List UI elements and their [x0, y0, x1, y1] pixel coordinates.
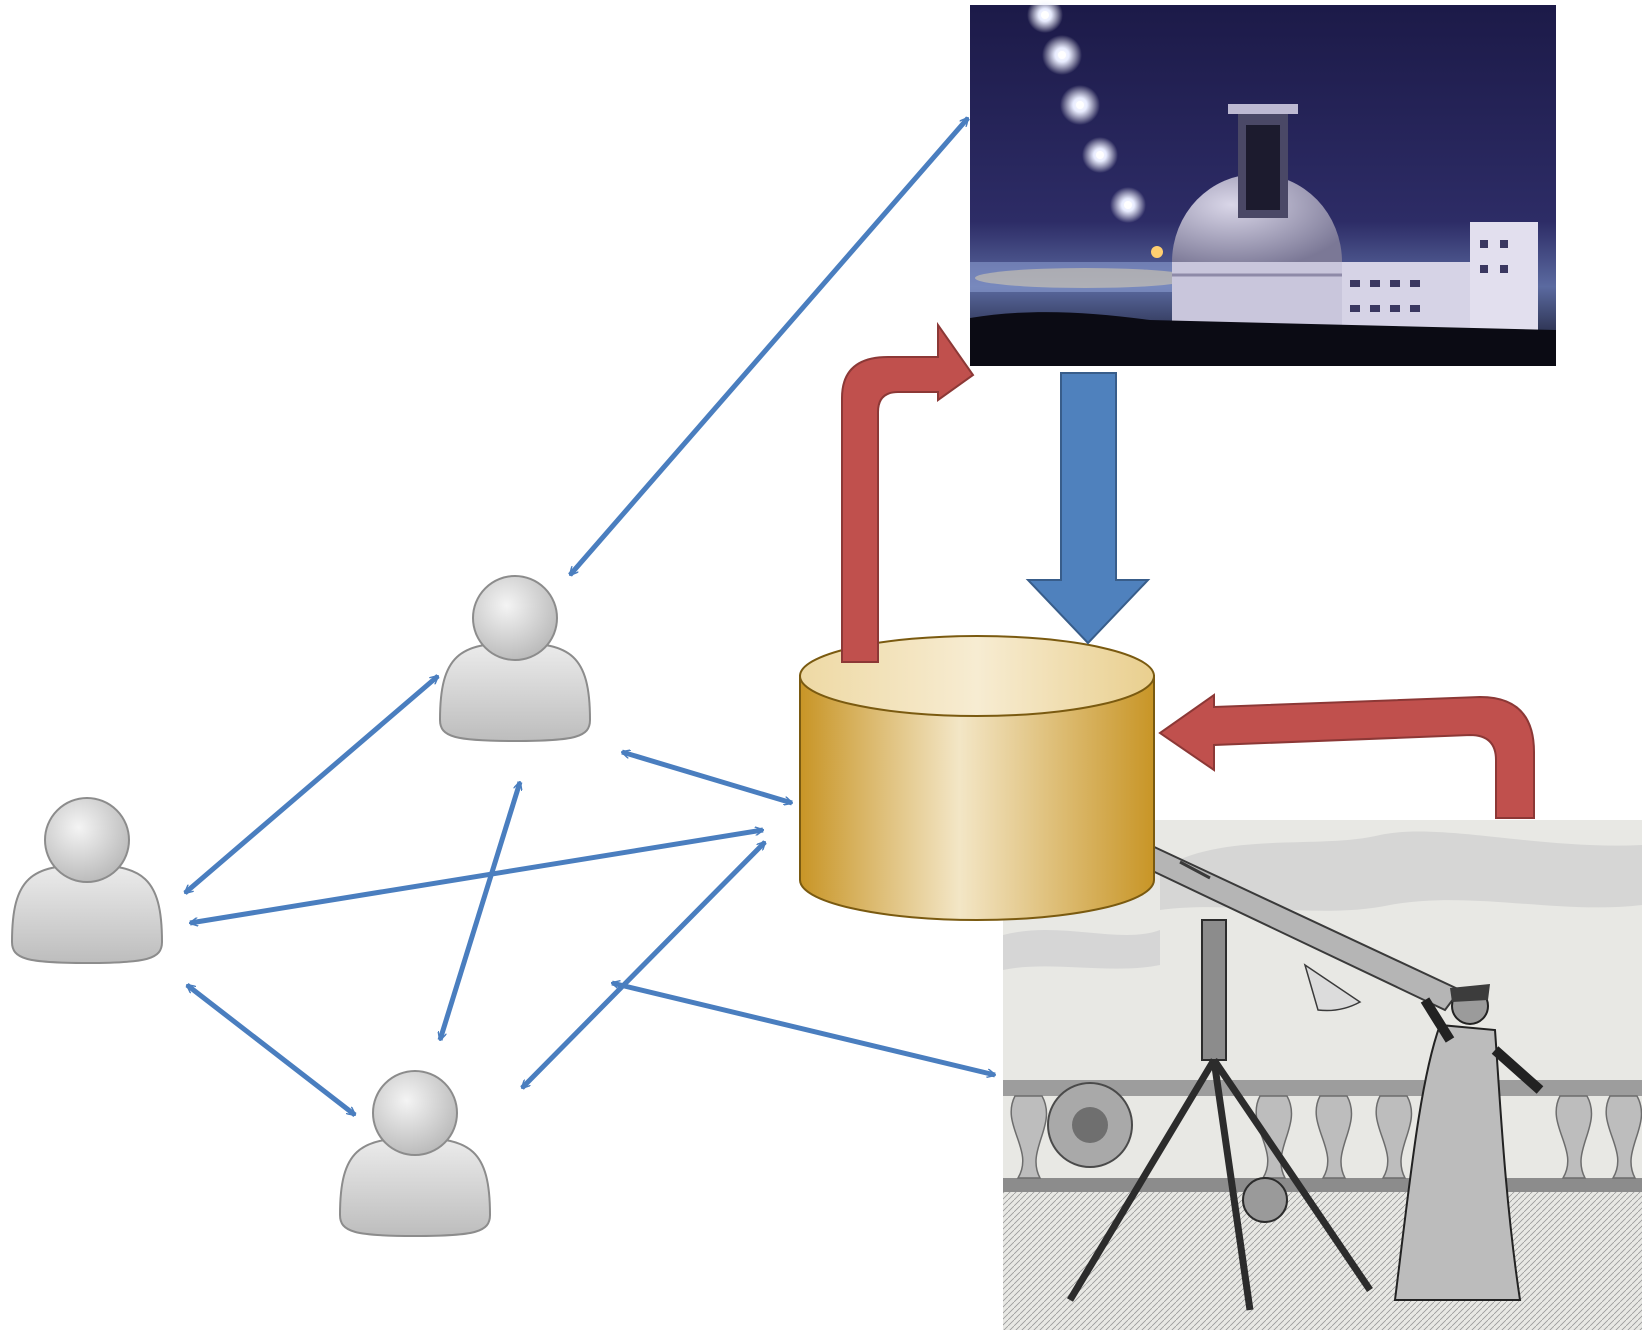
- connector-lines: [185, 118, 995, 1117]
- historical-astronomer-image: [1003, 820, 1642, 1330]
- star-trail: [1027, 0, 1163, 258]
- block-arrow-observatory-to-database: [1025, 372, 1151, 645]
- person-icon: [10, 797, 164, 965]
- connector-user-bottom-to-astronomer: [612, 983, 995, 1075]
- user-bottom: [338, 1070, 492, 1238]
- connector-user-top-to-observatory: [568, 118, 970, 575]
- connector-user-left-to-user-bottom: [187, 983, 355, 1117]
- person-icon: [438, 575, 592, 743]
- connector-user-bottom-to-database: [520, 842, 767, 1088]
- user-top: [438, 575, 592, 743]
- database-cylinder-icon: [799, 635, 1155, 921]
- astronomer-figure: [1393, 984, 1544, 1301]
- user-left: [10, 797, 164, 965]
- modern-observatory-image: [970, 0, 1556, 366]
- person-icon: [338, 1070, 492, 1238]
- connector-user-left-to-database: [190, 830, 763, 923]
- block-arrow-database-to-observatory: [841, 321, 975, 663]
- connector-user-top-to-database: [622, 752, 792, 803]
- connector-user-top-to-user-bottom: [440, 782, 520, 1040]
- connector-user-left-to-user-top: [185, 674, 438, 895]
- block-arrow-astronomer-to-database: [1158, 693, 1535, 819]
